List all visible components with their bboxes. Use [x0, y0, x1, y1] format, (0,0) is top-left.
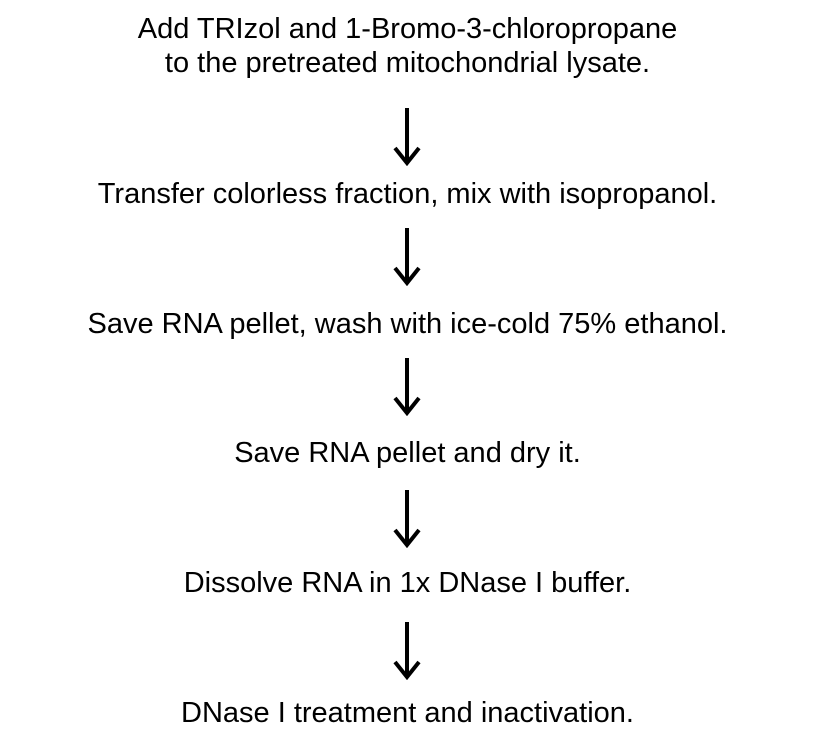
down-arrow-icon: [393, 358, 421, 416]
step-5: Dissolve RNA in 1x DNase I buffer.: [0, 566, 815, 600]
step-2: Transfer colorless fraction, mix with is…: [0, 177, 815, 211]
down-arrow-icon: [393, 622, 421, 680]
step-4: Save RNA pellet and dry it.: [0, 436, 815, 470]
down-arrow-icon: [393, 228, 421, 286]
step-1-line-2: to the pretreated mitochondrial lysate.: [164, 47, 651, 79]
step-3-line-1: Save RNA pellet, wash with ice-cold 75% …: [87, 308, 728, 340]
step-2-line-1: Transfer colorless fraction, mix with is…: [97, 178, 718, 210]
step-6: DNase I treatment and inactivation.: [0, 696, 815, 730]
step-1-line-1: Add TRIzol and 1-Bromo-3-chloropropane: [137, 13, 678, 45]
step-5-line-1: Dissolve RNA in 1x DNase I buffer.: [183, 567, 632, 599]
step-3: Save RNA pellet, wash with ice-cold 75% …: [0, 307, 815, 341]
step-4-line-1: Save RNA pellet and dry it.: [234, 437, 581, 469]
step-1: Add TRIzol and 1-Bromo-3-chloropropane t…: [0, 12, 815, 80]
step-6-line-1: DNase I treatment and inactivation.: [181, 697, 634, 729]
down-arrow-icon: [393, 490, 421, 548]
down-arrow-icon: [393, 108, 421, 166]
